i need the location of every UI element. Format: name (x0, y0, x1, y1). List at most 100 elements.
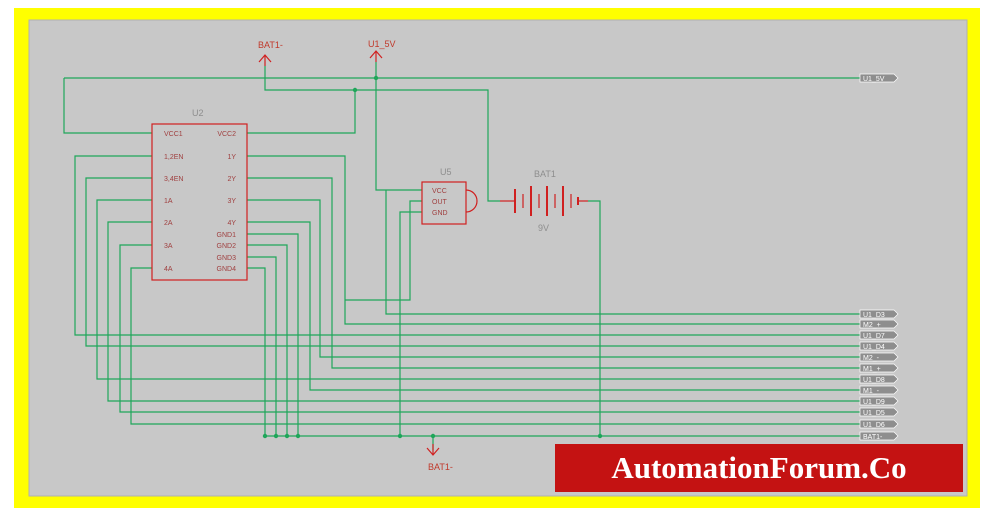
port-shape (859, 352, 899, 362)
wire-gnd1 (247, 233, 299, 436)
drawing-area-edge (28, 19, 968, 497)
battery-label: BAT1 (534, 169, 556, 179)
wire-vcc1 (63, 78, 152, 134)
u2-pin-4y: 4Y (227, 220, 236, 227)
wire-u5-out (345, 200, 422, 301)
port-connector[interactable]: M2_- (859, 352, 899, 362)
bat-neg-bottom-label: BAT1- (428, 462, 453, 472)
port-connector[interactable]: M2_+ (859, 319, 899, 329)
wire-u5-d3 (385, 190, 860, 315)
port-shape (859, 407, 899, 417)
port-label: M1_- (863, 388, 880, 395)
wire-u5-vcc (375, 78, 422, 191)
wire-bat-neg-top (264, 66, 500, 202)
wire-3a (119, 244, 860, 413)
port-connector[interactable]: M1_+ (859, 363, 899, 373)
port-label: U1_5V (863, 76, 885, 83)
port-connector[interactable]: U1_D7 (859, 330, 899, 340)
u2-pin-2y: 2Y (227, 176, 236, 183)
u2-pin-gnd3: GND3 (217, 255, 237, 262)
port-shape (859, 341, 899, 351)
battery-value: 9V (538, 223, 549, 233)
wires (63, 62, 860, 450)
wire-vcc2 (247, 90, 356, 134)
port-shape (859, 385, 899, 395)
port-label: U1_D3 (863, 312, 885, 319)
port-u1-5v[interactable]: U1_5V (859, 73, 899, 83)
port-connector[interactable]: U1_D4 (859, 341, 899, 351)
u2-pin-34en: 3,4EN (164, 176, 183, 183)
port-connector[interactable]: U1_D6 (859, 419, 899, 429)
junctions (262, 75, 603, 439)
port-label: U1_D8 (863, 377, 885, 384)
u2-pin-3a: 3A (164, 243, 173, 250)
port-label: U1_D6 (863, 422, 885, 429)
u2-label: U2 (192, 108, 204, 118)
u5-regulator[interactable]: U5 VCC OUT GND (421, 167, 478, 225)
port-shape (859, 431, 899, 441)
u2-pin-12en: 1,2EN (164, 154, 183, 161)
bat-neg-top-label: BAT1- (258, 40, 283, 50)
port-connector[interactable]: M1_- (859, 385, 899, 395)
u2-pin-gnd4: GND4 (217, 266, 237, 273)
u5-tab-shape (465, 189, 478, 213)
u1-5v-label: U1_5V (368, 39, 396, 49)
u2-pin-vcc2: VCC2 (217, 131, 236, 138)
port-label: U1_D7 (863, 333, 885, 340)
port-shape (859, 330, 899, 340)
u2-chip[interactable]: U2 VCC1 1,2EN 3,4EN 1A 2A 3A 4A VCC2 1Y … (151, 108, 248, 281)
wire-gnd4 (247, 267, 266, 436)
port-label: U1_D5 (863, 410, 885, 417)
drawing-area (29, 20, 967, 496)
wire-12en (74, 155, 860, 336)
wire-u5-gnd (399, 211, 422, 436)
u2-pin-gnd1: GND1 (217, 232, 237, 239)
u5-pin-out: OUT (432, 199, 448, 206)
port-label: M2_- (863, 355, 880, 362)
wire-gnd2 (247, 244, 288, 436)
watermark: AutomationForum.Co (555, 444, 963, 492)
wire-1y (247, 155, 860, 325)
port-label: BAT1- (863, 434, 883, 441)
battery-bat1[interactable]: BAT1 9V (500, 169, 588, 233)
port-connector[interactable]: BAT1- (859, 431, 899, 441)
port-label: U1_D9 (863, 399, 885, 406)
u2-pin-vcc1: VCC1 (164, 131, 183, 138)
port-shape (859, 309, 899, 319)
port-connector[interactable]: U1_D5 (859, 407, 899, 417)
wire-2a (107, 221, 860, 402)
power-symbols (258, 50, 440, 456)
watermark-background (555, 444, 963, 492)
u2-pin-4a: 4A (164, 266, 173, 273)
port-connector[interactable]: U1_D8 (859, 374, 899, 384)
port-shape (859, 396, 899, 406)
port-connector[interactable]: U1_D3 (859, 309, 899, 319)
wire-gnd3 (247, 256, 277, 436)
u2-pin-gnd2: GND2 (217, 243, 237, 250)
u2-pin-1a: 1A (164, 198, 173, 205)
wire-4a (130, 267, 860, 425)
wire-2y (247, 177, 860, 369)
port-shape (859, 319, 899, 329)
u5-pin-vcc: VCC (432, 188, 447, 195)
wire-bat-pos (588, 200, 601, 436)
u5-label: U5 (440, 167, 452, 177)
wire-1a (96, 199, 860, 380)
port-shape (859, 363, 899, 373)
port-connector[interactable]: U1_D9 (859, 396, 899, 406)
wire-4y (247, 221, 860, 391)
u2-pin-1y: 1Y (227, 154, 236, 161)
u2-pin-2a: 2A (164, 220, 173, 227)
u2-pin-3y: 3Y (227, 198, 236, 205)
wire-3y (247, 199, 860, 358)
u5-pin-gnd: GND (432, 210, 448, 217)
port-label: M2_+ (863, 322, 881, 329)
port-shape (859, 419, 899, 429)
port-shape (859, 374, 899, 384)
port-label: U1_D4 (863, 344, 885, 351)
watermark-text: AutomationForum.Co (611, 450, 906, 485)
wire-34en (85, 177, 860, 347)
